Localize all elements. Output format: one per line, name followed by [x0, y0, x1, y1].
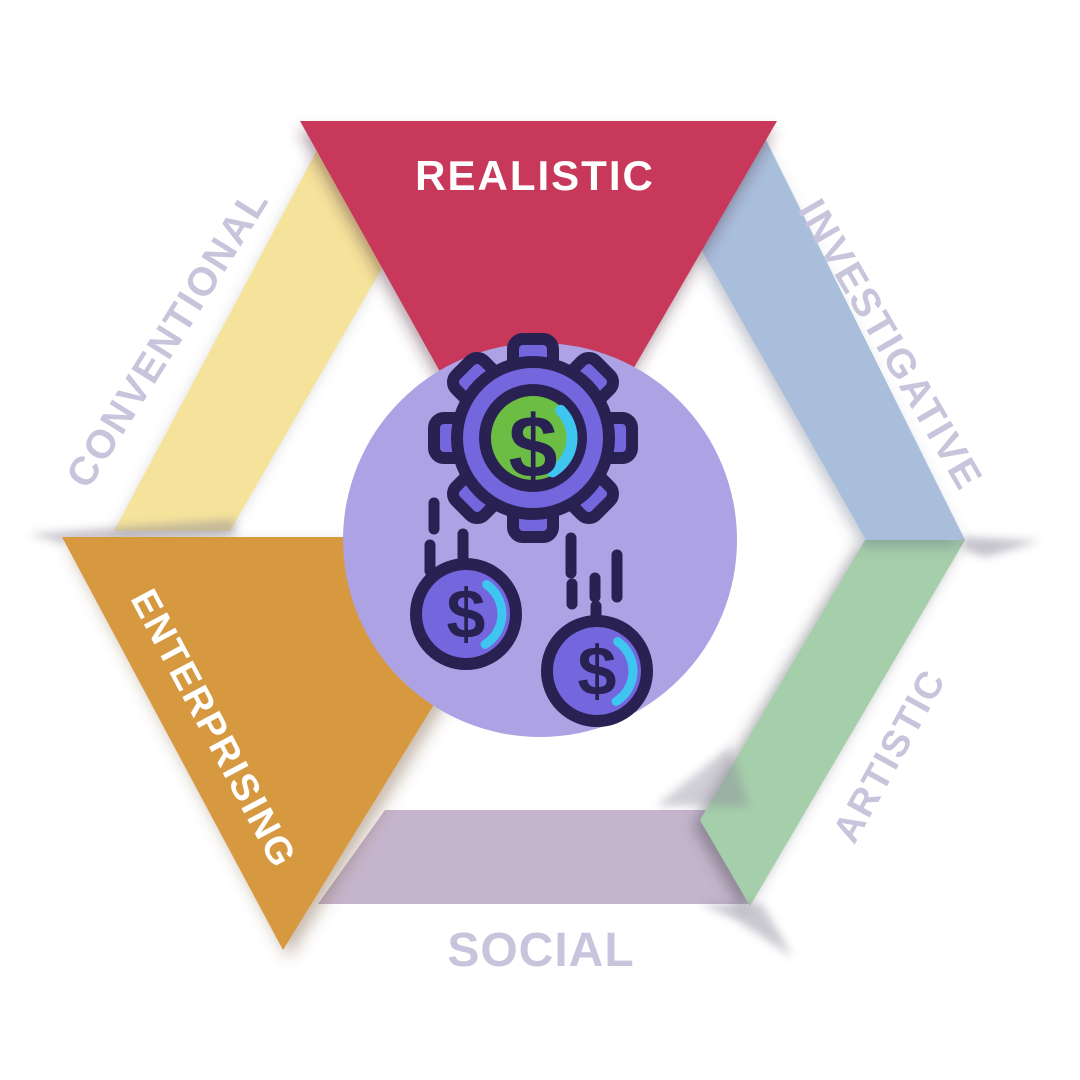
investigative-band	[700, 140, 965, 540]
label-social: SOCIAL	[447, 924, 634, 977]
label-realistic: REALISTIC	[415, 152, 655, 199]
fold-shadow-bottom-right-vertex	[700, 904, 793, 957]
coin-left: $	[410, 558, 522, 670]
money-gear-icon: $ $ $	[410, 333, 653, 727]
fold-shadow-right-vertex	[963, 537, 1040, 557]
social-band	[318, 810, 806, 904]
artistic-band	[700, 540, 965, 906]
coin-right-dollar-sign: $	[578, 632, 617, 710]
gear-dollar-sign: $	[509, 397, 558, 496]
coin-right: $	[541, 615, 653, 727]
fold-shadow-artistic-social-junction	[656, 746, 748, 806]
realistic-triangle	[300, 121, 777, 540]
conventional-band	[114, 150, 385, 531]
coin-left-dollar-sign: $	[447, 575, 486, 653]
gear-cyan-accent	[547, 404, 578, 478]
